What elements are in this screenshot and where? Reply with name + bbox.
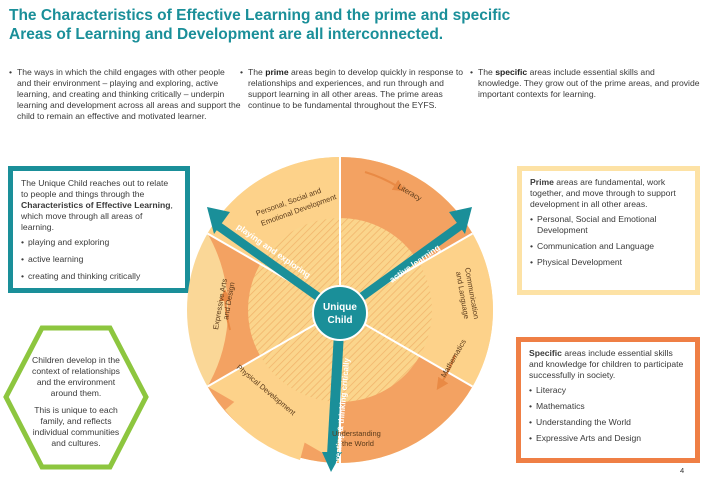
bullet: • (9, 67, 13, 77)
segment-communication (340, 233, 493, 387)
hexagon-paragraph-1: Children develop in the context of relat… (32, 355, 120, 398)
list-item: Mathematics (529, 401, 687, 412)
specific-areas-box: Specific areas include essential skills … (516, 337, 700, 463)
segment-label-ead-2: and Design (221, 281, 236, 320)
hexagon-paragraph-2: This is unique to each family, and refle… (32, 405, 120, 448)
hexagon-text: Children develop in the context of relat… (26, 355, 126, 455)
hexagon-outline (3, 325, 149, 470)
segment-mathematics (340, 310, 473, 463)
intro-column-1: • The ways in which the child engages wi… (9, 67, 241, 122)
curved-arrow-icon (219, 289, 232, 331)
segment-label-maths: Mathematics (439, 337, 468, 379)
list-item: Communication and Language (530, 241, 687, 252)
segment-understanding-world (207, 310, 340, 463)
intro-text-1: The ways in which the child engages with… (17, 67, 241, 121)
segment-label-comm-1: Communication (463, 267, 481, 320)
title-line-2: Areas of Learning and Development are al… (9, 26, 444, 43)
arrow-shaft-playing (215, 222, 330, 307)
unique-child-bold: Characteristics of Effective Learning (21, 200, 171, 210)
title-line-1: The Characteristics of Effective Learnin… (9, 7, 511, 24)
segment-label-ead-1: Expressive Arts (211, 278, 229, 331)
bullet: • (240, 67, 244, 77)
segment-label-psed-1: Personal, Social and (255, 186, 323, 218)
list-item: playing and exploring (21, 237, 177, 248)
intro-text-3: areas include essential skills and knowl… (478, 67, 700, 99)
segment-label-literacy: Literacy (396, 182, 423, 203)
arrow-head-creating-icon (322, 452, 342, 472)
arrow-head-active-icon (449, 207, 472, 234)
curved-arrow-icon (436, 354, 456, 391)
segment-label-utw-2: the World (342, 439, 374, 448)
list-item: Physical Development (530, 257, 687, 268)
page-number: 4 (680, 466, 685, 475)
specific-list: Literacy Mathematics Understanding the W… (529, 385, 687, 444)
intro-column-2: • The prime areas begin to develop quick… (240, 67, 465, 111)
unique-child-outro: , which move through all areas of learni… (21, 200, 173, 232)
arrow-shaft-creating (327, 315, 345, 455)
arrow-shaft-active (350, 222, 463, 307)
segment-label-psed-2: Emotional Development (260, 192, 339, 228)
arrow-label-active: active learning (387, 242, 442, 284)
segment-label-utw-1: Understanding (332, 429, 381, 438)
characteristics-list: playing and exploring active learning cr… (21, 237, 177, 282)
unique-child-box: The Unique Child reaches out to relate t… (8, 166, 190, 293)
intro-prefix-2: The (248, 67, 266, 77)
characteristic-arrows (207, 207, 472, 472)
unique-child-intro: The Unique Child reaches out to relate t… (21, 178, 169, 199)
intro-column-3: • The specific areas include essential s… (470, 67, 700, 100)
wheel-hatched-ring (248, 218, 432, 402)
center-label-1: Unique (323, 302, 357, 313)
list-item: active learning (21, 254, 177, 265)
intro-prefix-3: The (478, 67, 496, 77)
intro-bold-2: prime (265, 67, 289, 77)
list-item: Personal, Social and Emotional Developme… (530, 214, 687, 236)
list-item: Expressive Arts and Design (529, 433, 687, 444)
prime-list: Personal, Social and Emotional Developme… (530, 214, 687, 268)
bullet: • (470, 67, 474, 77)
segment-label-comm-2: and Language (454, 271, 471, 320)
segment-literacy (340, 157, 473, 310)
list-item: creating and thinking critically (21, 271, 177, 282)
prime-bold: Prime (530, 177, 554, 187)
segment-expressive-arts (207, 233, 340, 387)
segment-label-physical: Physical Development (235, 363, 298, 418)
unique-child-center (312, 285, 368, 341)
specific-bold: Specific (529, 348, 562, 358)
prime-areas-box: Prime areas are fundamental, work togeth… (517, 166, 700, 295)
segment-psed (207, 157, 340, 310)
prime-text: areas are fundamental, work together, an… (530, 177, 676, 209)
segment-physical (225, 310, 340, 460)
intro-bold-3: specific (495, 67, 528, 77)
list-item: Understanding the World (529, 417, 687, 428)
curved-arrow-icon (364, 171, 406, 192)
hexagon-shape (3, 325, 149, 470)
intro-text-2: areas begin to develop quickly in respon… (248, 67, 463, 110)
wheel-dividers (206, 157, 474, 463)
specific-text: areas include essential skills and knowl… (529, 348, 684, 380)
wheel-outer-ring (187, 157, 493, 463)
arrow-label-creating: creating & thinking critically (333, 357, 351, 465)
arrow-head-playing-icon (207, 207, 230, 234)
page-title: The Characteristics of Effective Learnin… (9, 6, 699, 44)
arrow-label-playing: playing and exploring (235, 221, 313, 280)
list-item: Literacy (529, 385, 687, 396)
center-label-2: Child (328, 315, 353, 326)
